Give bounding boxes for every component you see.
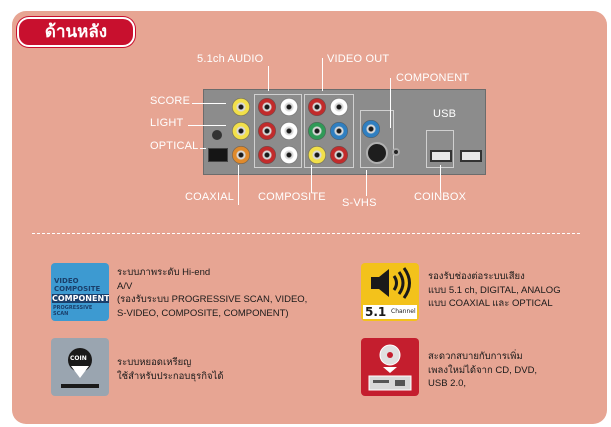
label-s-vhs: S-VHS — [342, 197, 377, 209]
component-jack — [362, 120, 380, 138]
audio-5-1-thumbnail: 5.1 Channel — [361, 263, 419, 321]
audio-jack — [280, 98, 298, 116]
composite-jack — [308, 146, 326, 164]
thumb-coin-text: COIN — [70, 355, 87, 362]
audio-jack — [280, 146, 298, 164]
thumb-component-text: COMPONENT — [52, 294, 109, 303]
usb-port — [460, 150, 482, 162]
light-jack — [232, 122, 250, 140]
label-score: SCORE — [150, 95, 191, 107]
coin-insert-icon — [61, 348, 99, 388]
thumb-progressive-text: PROGRESSIVE SCAN — [53, 305, 93, 317]
pointer-line — [390, 78, 391, 128]
svhs-port — [366, 142, 388, 164]
label-coaxial: COAXIAL — [185, 191, 235, 203]
pointer-line — [200, 148, 206, 149]
pointer-line — [268, 66, 269, 91]
panel-screw — [212, 130, 222, 140]
component-jack — [330, 122, 348, 140]
composite-jack — [330, 146, 348, 164]
label-component: COMPONENT — [396, 72, 470, 84]
component-jack — [308, 122, 326, 140]
coinbox-usb-port — [430, 150, 452, 162]
audio-group-frame — [254, 94, 302, 168]
optical-port — [208, 148, 228, 162]
section-divider — [32, 233, 580, 234]
pointer-line — [440, 165, 441, 193]
label-light: LIGHT — [150, 117, 184, 129]
label-coinbox: COINBOX — [414, 191, 467, 203]
score-jack — [232, 98, 250, 116]
feature-audio-text: รองรับช่องต่อระบบเสียง แบบ 5.1 ch, DIGIT… — [428, 271, 561, 309]
audio-jack — [258, 146, 276, 164]
audio-jack — [258, 98, 276, 116]
pointer-line — [322, 58, 323, 91]
label-usb: USB — [433, 108, 457, 120]
label-optical: OPTICAL — [150, 140, 199, 152]
coin-slot-thumbnail: COIN — [51, 338, 109, 396]
coinbox-group-frame — [426, 130, 454, 168]
label-composite: COMPOSITE — [258, 191, 326, 203]
pointer-line — [192, 103, 226, 104]
feature-video-text: ระบบภาพระดับ Hi-end A/V (รองรับระบบ PROG… — [117, 267, 308, 319]
section-title: ด้านหลัง — [17, 17, 135, 47]
thumb-video-text: VIDEO — [54, 277, 79, 285]
rear-connector-panel — [203, 89, 486, 175]
video-formats-thumbnail: VIDEO COMPOSITE COMPONENT PROGRESSIVE SC… — [51, 263, 109, 321]
coaxial-jack — [232, 146, 250, 164]
thumb-channel-text: Channel — [391, 308, 416, 315]
thumb-composite-text: COMPOSITE — [54, 285, 101, 293]
rear-panel-card: ด้านหลัง — [12, 11, 607, 424]
thumb-5-1-text: 5.1 — [365, 305, 387, 319]
video-out-jack — [330, 98, 348, 116]
audio-jack — [258, 122, 276, 140]
pointer-line — [238, 165, 239, 205]
label-5-1ch-audio: 5.1ch AUDIO — [197, 53, 264, 65]
video-out-jack — [308, 98, 326, 116]
video-group-frame — [304, 94, 354, 168]
audio-jack — [280, 122, 298, 140]
feature-media-text: สะดวกสบายกับการเพิ่ม เพลงใหม่ได้จาก CD, … — [428, 351, 538, 389]
cd-player-icon — [368, 344, 412, 391]
disc-player-thumbnail — [361, 338, 419, 396]
small-jack — [392, 148, 400, 156]
pointer-line — [311, 165, 312, 193]
pointer-line — [188, 125, 226, 126]
speaker-icon — [371, 267, 411, 299]
svhs-group-frame — [360, 110, 394, 168]
pointer-line — [366, 170, 367, 196]
label-video-out: VIDEO OUT — [327, 53, 390, 65]
feature-coin-text: ระบบหยอดเหรียญ ใช้สำหรับประกอบธุรกิจได้ — [117, 357, 224, 382]
